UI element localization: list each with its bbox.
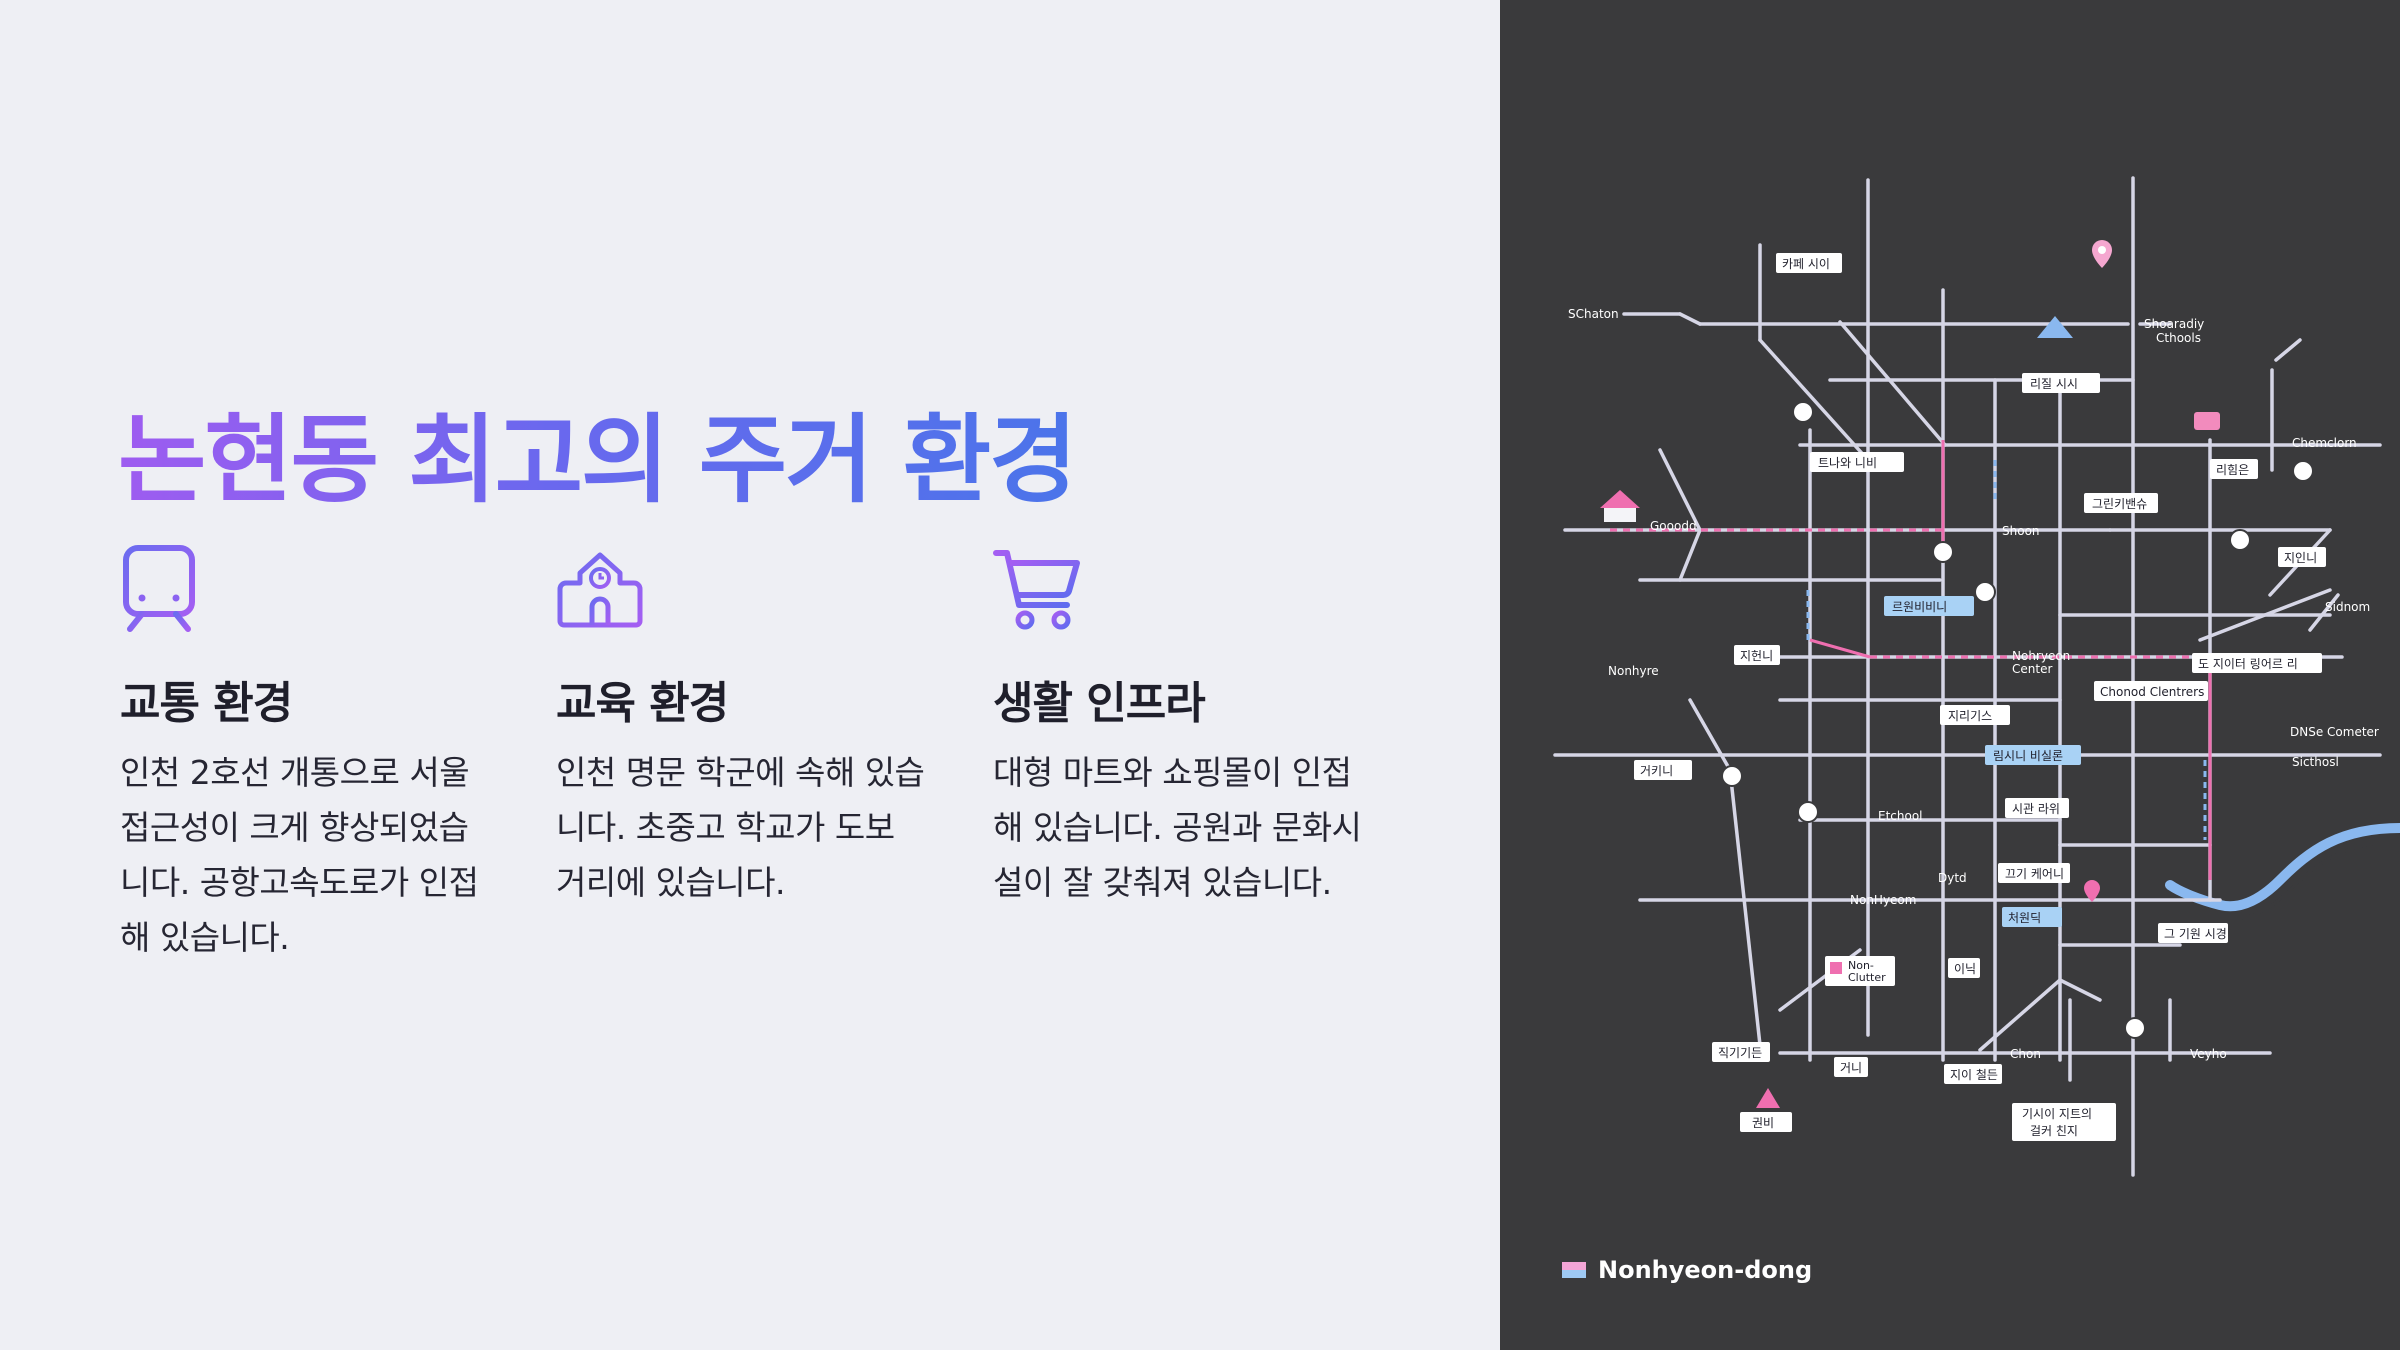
station-markers xyxy=(1721,401,2314,1039)
map-label: Gooodd xyxy=(1650,519,1697,533)
feature-line: 니다. 공항고속도로가 인접 xyxy=(120,863,479,902)
map-badge-label: 그린키밴슈 xyxy=(2092,497,2147,511)
road-network xyxy=(1553,176,2382,1177)
feature-description: 대형 마트와 쇼핑몰이 인접 해 있습니다. 공원과 문화시 설이 잘 갖춰져 … xyxy=(993,745,1383,910)
map-label: Shoon xyxy=(2002,524,2040,538)
feature-line: 접근성이 크게 향상되었습 xyxy=(120,808,469,847)
map-badge-label: Clutter xyxy=(1848,971,1886,984)
map-badge-label: 지리기스 xyxy=(1948,709,1992,723)
map-badge-label: Non- xyxy=(1848,959,1874,972)
map-badge-label: 리힘은 xyxy=(2216,463,2249,477)
neighborhood-map: SChaton Shoaradiy Cthools Chemclorn Shoo… xyxy=(1553,176,2400,1177)
feature-infrastructure: 생활 인프라 대형 마트와 쇼핑몰이 인접 해 있습니다. 공원과 문화시 설이… xyxy=(993,545,1383,902)
map-badge-label: 시관 라위 xyxy=(2012,802,2060,816)
transit-route xyxy=(1610,440,2212,880)
map-badge-label: 지인니 xyxy=(2284,551,2317,565)
warning-icon xyxy=(1756,1088,1780,1108)
map-badge-label: 거키니 xyxy=(1640,764,1673,778)
map-caption: Nonhyeon-dong xyxy=(1562,1256,1812,1284)
map-label: Nohryeon xyxy=(2012,649,2070,663)
map-label: Shoaradiy xyxy=(2144,317,2204,331)
train-icon xyxy=(123,545,195,632)
map-caption-text: Nonhyeon-dong xyxy=(1598,1256,1813,1284)
map-label: SChaton xyxy=(1568,307,1619,321)
map-badge-label: 림시니 비실론 xyxy=(1993,749,2063,763)
map-badge-label: 카페 시이 xyxy=(1782,257,1830,271)
map-badge-label: 르원비비니 xyxy=(1892,600,1947,614)
map-panel: SChaton Shoaradiy Cthools Chemclorn Shoo… xyxy=(1500,0,2400,1350)
map-badge-label: 권비 xyxy=(1752,1116,1774,1130)
feature-line: 인천 명문 학군에 속해 있습 xyxy=(556,753,925,792)
map-label: DNSe Cometer xyxy=(2290,725,2379,739)
map-label: Etchool xyxy=(1878,809,1923,823)
map-badge-label: 처원딕 xyxy=(2008,911,2041,925)
map-labels: SChaton Shoaradiy Cthools Chemclorn Shoo… xyxy=(1568,307,2379,1061)
map-label: Chemclorn xyxy=(2292,436,2357,450)
map-label: Chon xyxy=(2010,1047,2041,1061)
feature-line: 거리에 있습니다. xyxy=(556,863,786,902)
map-label: NonHyeom xyxy=(1850,893,1916,907)
map-badge-label: 이닉 xyxy=(1954,962,1976,976)
map-badge-label: 거니 xyxy=(1840,1061,1862,1075)
feature-heading: 생활 인프라 xyxy=(993,678,1206,729)
map-badge-label: 리질 시시 xyxy=(2030,377,2078,391)
map-badge-label: 걸커 친지 xyxy=(2030,1124,2078,1138)
feature-line: 해 있습니다. 공원과 문화시 xyxy=(993,808,1362,847)
page-title: 논현동 최고의 주거 환경 xyxy=(118,382,1077,521)
map-badge-label: 그 기원 시경 xyxy=(2164,927,2227,941)
river xyxy=(2165,823,2400,912)
feature-line: 인천 2호선 개통으로 서울 xyxy=(120,753,470,792)
feature-description: 인천 명문 학군에 속해 있습 니다. 초중고 학교가 도보 거리에 있습니다. xyxy=(556,745,946,910)
map-label: Dytd xyxy=(1938,871,1967,885)
feature-heading: 교육 환경 xyxy=(556,678,729,729)
shopping-cart-icon xyxy=(993,550,1080,630)
map-badge-label: 트나와 니비 xyxy=(1818,456,1877,470)
map-badge-label: 지헌니 xyxy=(1740,649,1773,663)
map-badge-label: 지이 철든 xyxy=(1950,1068,1998,1082)
content-panel: 논현동 최고의 주거 환경 교통 환경 인천 2호선 개통으로 서울 xyxy=(118,382,1383,957)
map-label: Nonhyre xyxy=(1608,664,1659,678)
feature-line: 니다. 초중고 학교가 도보 xyxy=(556,808,895,847)
feature-line: 설이 잘 갖춰져 있습니다. xyxy=(993,863,1332,902)
map-badge-label: 도 지이터 링어르 리 xyxy=(2198,657,2298,671)
school-icon xyxy=(557,552,643,628)
map-label: Cthools xyxy=(2156,331,2201,345)
map-badge-label: 직기기든 xyxy=(1718,1046,1762,1060)
map-label: Sicthosl xyxy=(2292,755,2339,769)
map-badge-label: 끄기 케어니 xyxy=(2005,867,2064,881)
feature-description: 인천 2호선 개통으로 서울 접근성이 크게 향상되었습 니다. 공항고속도로가… xyxy=(120,745,510,965)
feature-line: 해 있습니다. xyxy=(120,918,290,957)
map-label: Veyho xyxy=(2190,1047,2227,1061)
map-badges: Chonod Clentrers Non- Clutter 카페 시이 리질 시… xyxy=(1634,253,2326,1141)
feature-education: 교육 환경 인천 명문 학군에 속해 있습 니다. 초중고 학교가 도보 거리에… xyxy=(556,545,946,902)
transit-route-blue xyxy=(1806,460,2207,840)
location-pin-icon xyxy=(2084,880,2100,902)
feature-transit: 교통 환경 인천 2호선 개통으로 서울 접근성이 크게 향상되었습 니다. 공… xyxy=(120,545,510,957)
tent-icon xyxy=(2037,316,2073,338)
map-badge-label: 기시이 지트의 xyxy=(2022,1107,2092,1121)
map-label: Center xyxy=(2012,662,2052,676)
map-label: Sidnom xyxy=(2325,600,2370,614)
shop-icon xyxy=(2194,412,2220,430)
map-badge-label: Chonod Clentrers xyxy=(2100,685,2204,699)
feature-heading: 교통 환경 xyxy=(120,678,293,729)
feature-line: 대형 마트와 쇼핑몰이 인접 xyxy=(993,753,1352,792)
flag-icon xyxy=(1562,1262,1586,1278)
